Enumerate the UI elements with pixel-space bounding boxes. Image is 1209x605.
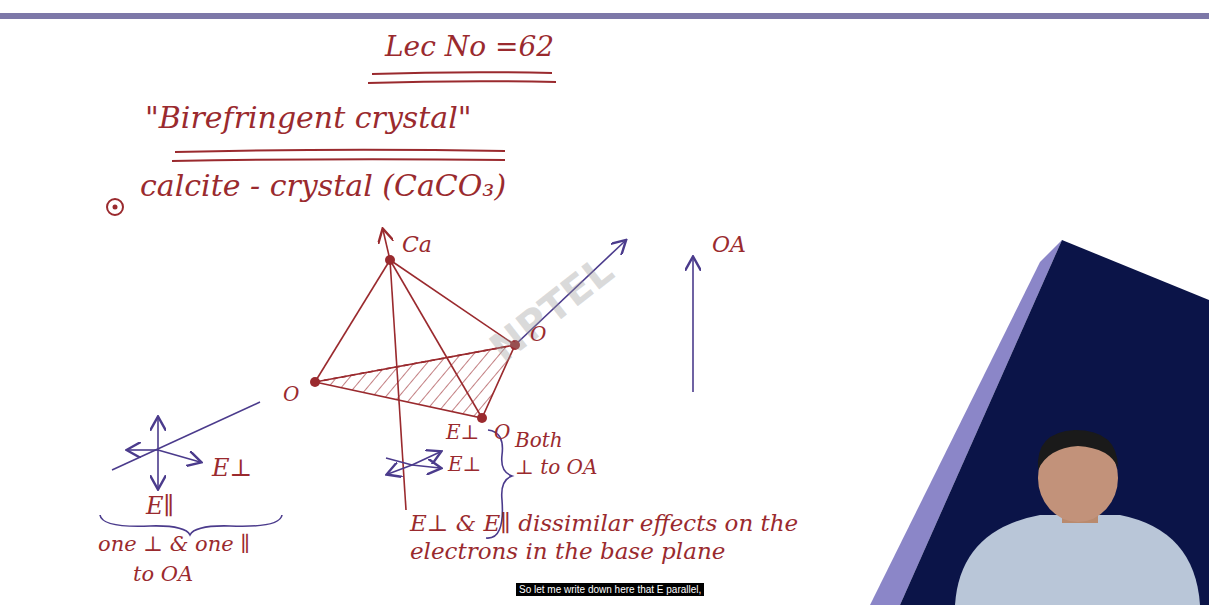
panel bbox=[900, 240, 1209, 605]
heading: "Birefringent crystal" bbox=[145, 100, 472, 136]
field-axes-left bbox=[128, 418, 200, 488]
field-label: E⊥ bbox=[446, 420, 479, 444]
subtitle-caption: So let me write down here that E paralle… bbox=[516, 583, 704, 596]
lecture-title: Lec No =62 bbox=[385, 30, 554, 64]
top-bar bbox=[0, 13, 1209, 19]
atom-label: Ca bbox=[402, 232, 432, 258]
field-label: E⊥ bbox=[212, 454, 252, 483]
field-label: E∥ bbox=[146, 492, 175, 521]
note-text: to OA bbox=[133, 562, 193, 587]
optic-axis-arrow bbox=[692, 258, 694, 392]
atom-label: O bbox=[494, 420, 510, 444]
note-text: Both bbox=[515, 428, 563, 452]
atom-label: O bbox=[530, 322, 546, 346]
presenter bbox=[955, 430, 1200, 605]
note-text: ⊥ to OA bbox=[515, 455, 597, 479]
note-text: E⊥ & E∥ dissimilar effects on the electr… bbox=[410, 510, 880, 565]
field-axes-middle bbox=[386, 452, 440, 474]
atom-label: O bbox=[283, 382, 299, 406]
bullet-dot bbox=[113, 205, 118, 210]
topic-text: calcite - crystal (CaCO₃) bbox=[140, 168, 506, 204]
watermark: NPTEL bbox=[480, 246, 622, 372]
axis-label: OA bbox=[712, 232, 746, 258]
bullet bbox=[107, 199, 123, 215]
note-text: one ⊥ & one ∥ bbox=[98, 532, 250, 557]
calcite-pyramid bbox=[112, 230, 625, 510]
field-label: E⊥ bbox=[448, 452, 481, 476]
